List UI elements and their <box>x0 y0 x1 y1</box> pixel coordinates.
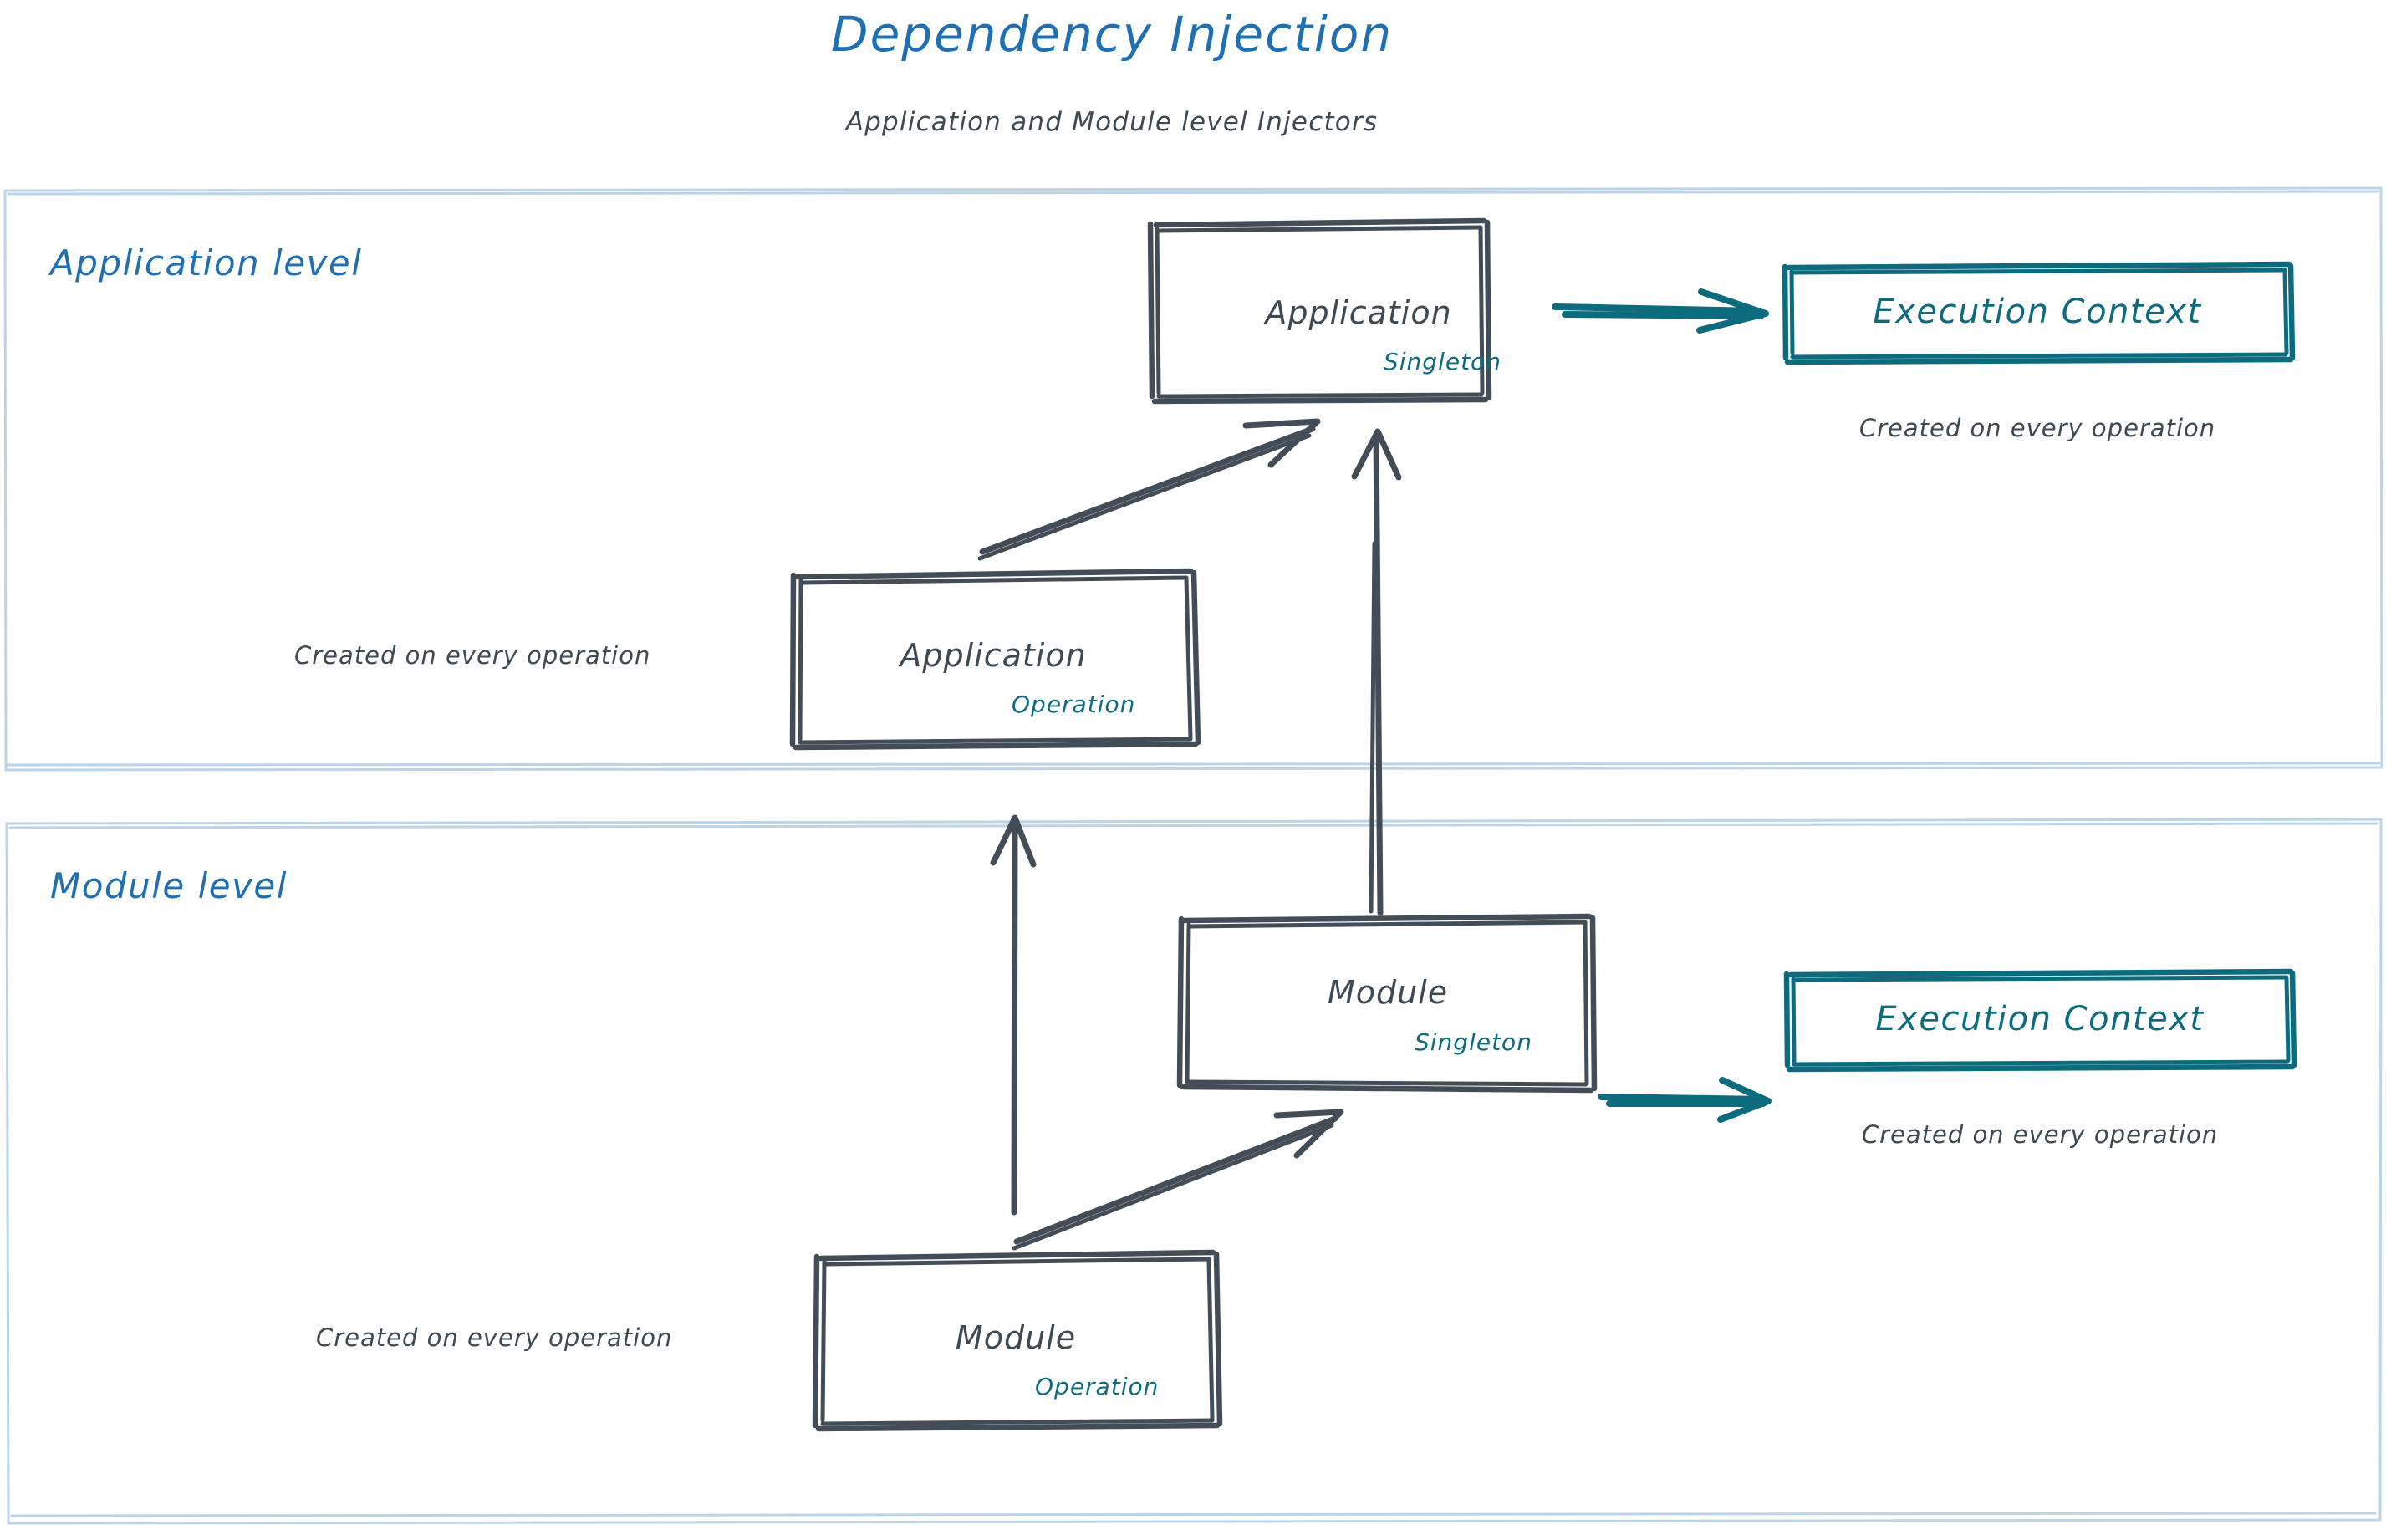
module-singleton-title: Module <box>1327 974 1449 1011</box>
arrow-module-singleton-to-application-singleton <box>1351 428 1402 916</box>
application-operation-scope: Operation <box>1012 691 1136 718</box>
note-application-operation: Created on every operation <box>294 641 651 670</box>
note-module-operation: Created on every operation <box>316 1323 673 1352</box>
note-exec-context-application: Created on every operation <box>1858 414 2216 442</box>
application-operation-title: Application <box>900 637 1087 674</box>
arrow-app-operation-to-app-singleton <box>977 418 1321 561</box>
application-singleton-title: Application <box>1265 294 1452 331</box>
module-operation-title: Module <box>955 1319 1077 1356</box>
arrow-module-singleton-to-execution-context <box>1598 1077 1772 1123</box>
module-level-container <box>5 818 2383 1525</box>
note-exec-context-module: Created on every operation <box>1861 1120 2219 1149</box>
module-operation-scope: Operation <box>1035 1373 1160 1400</box>
page-subtitle: Application and Module level Injectors <box>845 107 1379 137</box>
execution-context-module-title: Execution Context <box>1875 1000 2205 1038</box>
module-singleton-scope: Singleton <box>1415 1028 1532 1056</box>
arrow-app-singleton-to-execution-context <box>1552 288 1769 334</box>
arrow-module-operation-to-application-operation <box>990 814 1037 1216</box>
page-title: Dependency Injection <box>830 6 1394 63</box>
arrow-module-operation-to-module-singleton <box>1012 1109 1344 1251</box>
application-singleton-scope: Singleton <box>1384 348 1501 375</box>
execution-context-application-title: Execution Context <box>1873 293 2202 331</box>
section-label-application-level: Application level <box>50 242 363 283</box>
section-label-module-level: Module level <box>50 865 288 906</box>
